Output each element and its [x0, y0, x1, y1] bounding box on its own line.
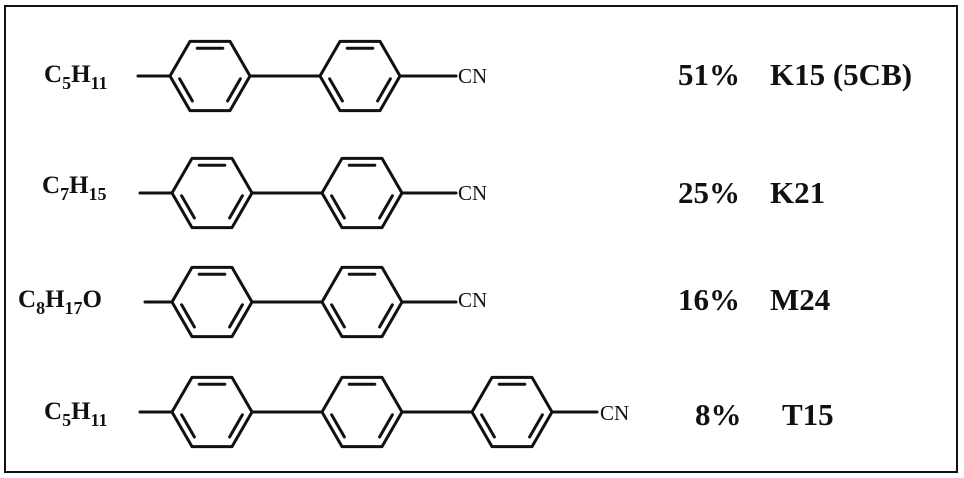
alkyl-group-label: C5H11	[44, 398, 108, 430]
compound-name: K21	[770, 175, 825, 210]
double-bond	[180, 303, 196, 329]
compound-name: M24	[770, 282, 830, 317]
benzene-ring	[320, 375, 404, 449]
double-bond	[180, 194, 196, 220]
compound-row-k15: C5H11 CN 51% K15 (5CB)	[44, 39, 912, 113]
percent-label: 51%	[678, 57, 740, 92]
double-bond	[378, 303, 394, 329]
alkyl-group-label: C5H11	[44, 61, 108, 93]
benzene-ring	[168, 39, 252, 113]
benzene-ring	[470, 375, 554, 449]
biphenyl-structure	[136, 39, 458, 113]
biphenyl-structure	[138, 156, 458, 230]
cyano-group-label: CN	[458, 64, 487, 88]
benzene-ring	[320, 265, 404, 339]
cyano-group-label: CN	[458, 288, 487, 312]
compound-name: K15 (5CB)	[770, 57, 912, 92]
alkyl-group-label: C7H15	[42, 172, 107, 204]
cyano-group-label: CN	[600, 401, 629, 425]
benzene-ring	[318, 39, 402, 113]
double-bond	[330, 194, 346, 220]
double-bond	[330, 303, 346, 329]
double-bond	[228, 303, 244, 329]
percent-label: 8%	[695, 397, 742, 432]
biphenyl-structure	[143, 265, 458, 339]
compound-row-k21: C7H15 CN 25% K21	[42, 156, 825, 230]
cyano-group-label: CN	[458, 181, 487, 205]
compound-row-t15: C5H11 CN 8% T15	[44, 375, 834, 449]
benzene-ring	[320, 156, 404, 230]
alkoxy-group-label: C8H17O	[18, 286, 102, 318]
double-bond	[480, 413, 496, 439]
double-bond	[228, 194, 244, 220]
double-bond	[228, 413, 244, 439]
benzene-ring	[170, 156, 254, 230]
figure-border	[4, 5, 958, 473]
double-bond	[378, 194, 394, 220]
double-bond	[330, 413, 346, 439]
percent-label: 16%	[678, 282, 740, 317]
double-bond	[328, 77, 344, 103]
double-bond	[528, 413, 544, 439]
benzene-ring	[170, 265, 254, 339]
double-bond	[378, 413, 394, 439]
terphenyl-structure	[138, 375, 599, 449]
double-bond	[178, 77, 194, 103]
double-bond	[226, 77, 242, 103]
compound-name: T15	[782, 397, 834, 432]
double-bond	[180, 413, 196, 439]
benzene-ring	[170, 375, 254, 449]
double-bond	[376, 77, 392, 103]
compound-row-m24: C8H17O CN 16% M24	[18, 265, 830, 339]
percent-label: 25%	[678, 175, 740, 210]
